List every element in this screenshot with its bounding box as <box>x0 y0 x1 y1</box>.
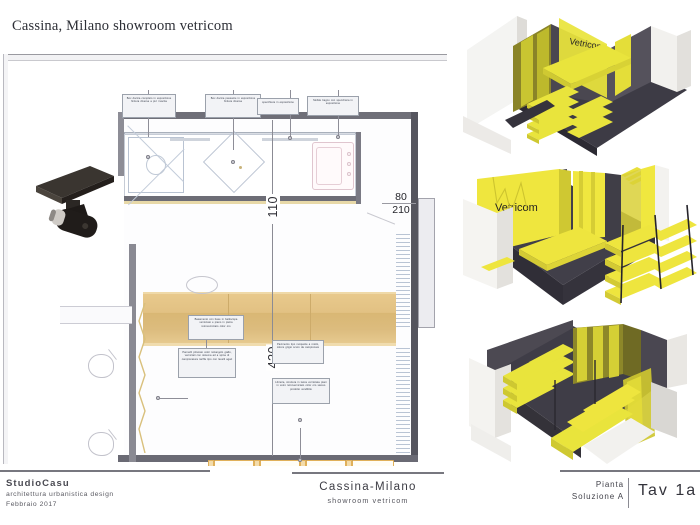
leader-dot-1 <box>146 155 150 159</box>
rule-left <box>0 470 210 472</box>
project-subtitle: showroom vetricom <box>327 496 409 505</box>
dimension-line-420-lower <box>272 378 273 456</box>
leader-dot-8 <box>298 458 302 462</box>
render-axonometric-bottom <box>455 318 700 470</box>
display-rail-south-accent <box>124 201 356 204</box>
callout-specchiera: specchiera in esposizione <box>257 98 299 115</box>
leader-dot-2 <box>231 160 235 164</box>
basin-tap-1 <box>347 152 351 156</box>
ochre-seam-2 <box>310 294 311 343</box>
sheet-variant: Soluzione A <box>571 492 624 501</box>
leader-dot-3 <box>288 136 292 140</box>
rail-segment-1 <box>170 138 210 141</box>
sheet-type: Pianta <box>595 480 624 489</box>
leader-dot-4 <box>336 135 340 139</box>
door-dimension-rule <box>382 203 416 204</box>
rule-center <box>292 472 444 474</box>
leader-libreria <box>300 433 301 459</box>
display-rail-south <box>124 196 356 201</box>
dimension-line-110-lower <box>272 224 273 284</box>
hatch-east-lower <box>396 348 410 456</box>
wall-west-upper <box>118 112 124 176</box>
chair-2 <box>88 432 114 456</box>
ochre-display-band <box>143 294 396 343</box>
dimension-line-420-upper <box>272 284 273 346</box>
shower-diamond-center <box>239 166 242 169</box>
ochre-band-edge-top <box>143 292 396 294</box>
dimension-line-110-upper <box>272 120 273 194</box>
chair-1 <box>88 354 114 378</box>
module-cap-2 <box>254 460 260 466</box>
rule-right <box>560 470 700 472</box>
callout-box-doccia-1: Box doccia completo in esposizione finit… <box>122 94 176 118</box>
callout-basamento: Basamento con base in battiscopa vernici… <box>188 315 244 340</box>
door-height-label: 210 <box>392 204 410 216</box>
module-2 <box>260 460 300 466</box>
dimension-label-110: 110 <box>266 194 280 220</box>
shower-enclosure-square <box>128 137 184 193</box>
hatch-east-upper <box>396 234 410 330</box>
leader-pannelli <box>160 398 188 399</box>
module-cap-1 <box>208 460 214 466</box>
callout-box-doccia-2: Box doccia passante in esposizione finit… <box>205 94 261 118</box>
callout-libreria: Libreria, struttura in lacca verniciata … <box>272 378 330 404</box>
module-3 <box>306 460 346 466</box>
studio-credit-block: StudioCasu architettura urbanistica desi… <box>6 478 114 508</box>
washbasin-bowl <box>316 147 342 185</box>
wall-trim-zigzag <box>136 302 146 454</box>
wall-west-lower <box>129 244 136 462</box>
sheet-info-block: Pianta Soluzione A Tav 1a <box>560 478 700 518</box>
render-axonometric-middle: Vetricom <box>455 163 700 313</box>
door-dimension-callout: 80 210 <box>383 191 419 217</box>
shower-tray-circle <box>146 155 166 175</box>
callout-mobile-bagno: Mobile bagno con specchiera in esposizio… <box>307 96 359 116</box>
partition-mid <box>356 132 361 204</box>
module-4 <box>352 460 394 466</box>
render-axonometric-top: Vetricom <box>455 8 700 158</box>
spotlight-fixture-photo <box>28 160 120 242</box>
callout-pavimento: Pavimento tipo moquette a rotolo, colore… <box>272 340 324 364</box>
module-cap-4 <box>346 460 352 466</box>
callout-pannelli: Pannelli pitturato color rettangolo gial… <box>178 348 236 378</box>
studio-discipline: architettura urbanistica design <box>6 491 114 498</box>
page-title: Cassina, Milano showroom vetricom <box>12 18 233 34</box>
basin-tap-3 <box>347 172 351 176</box>
module-1 <box>214 460 254 466</box>
door-width-label: 80 <box>395 191 407 203</box>
wall-south <box>118 455 418 462</box>
project-name: Cassina-Milano <box>319 481 417 493</box>
studio-date: Febbraio 2017 <box>6 501 57 508</box>
hatch-west <box>60 306 132 324</box>
sheet-number: Tav 1a <box>638 482 698 499</box>
drawing-frame-left <box>3 54 8 464</box>
sheet-labels: Pianta Soluzione A <box>572 480 624 501</box>
sheet-divider <box>628 478 629 508</box>
leader-box-doccia-2 <box>233 90 234 150</box>
leader-basamento <box>206 328 207 354</box>
project-title-block: Cassina-Milano showroom vetricom <box>292 481 444 505</box>
basin-tap-2 <box>347 162 351 166</box>
module-cap-3 <box>300 460 306 466</box>
studio-name: StudioCasu <box>6 478 70 489</box>
leader-dot-7 <box>298 418 302 422</box>
leader-dot-6 <box>156 396 160 400</box>
wall-north <box>118 112 418 119</box>
round-table <box>186 276 218 294</box>
washbasin-unit <box>312 142 354 190</box>
wall-east <box>411 112 418 462</box>
drawing-frame-top <box>3 54 447 61</box>
column-east <box>418 198 435 328</box>
